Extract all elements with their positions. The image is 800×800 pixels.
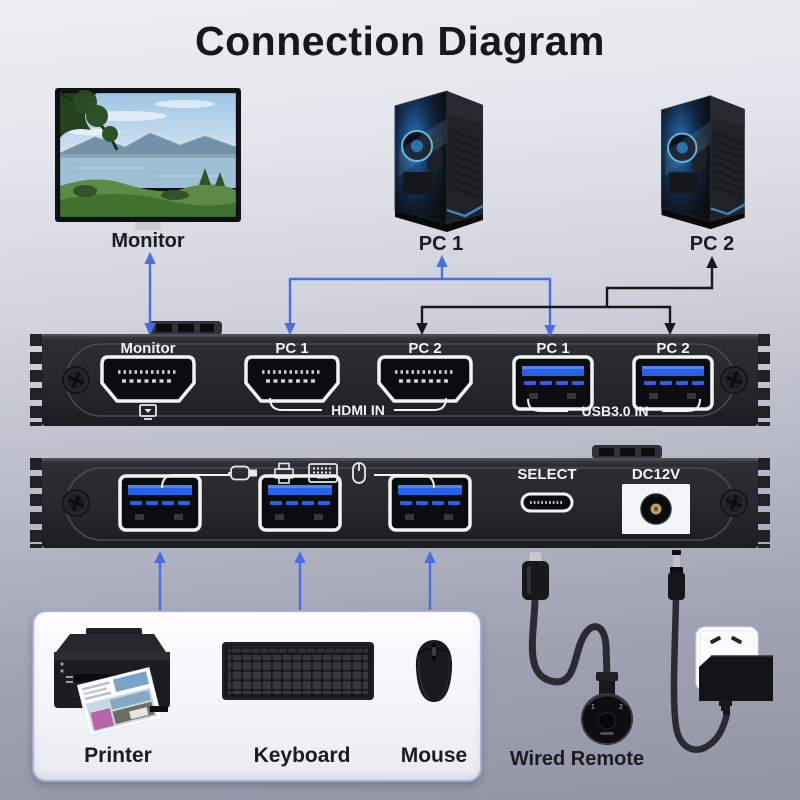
connector-pc1 [288,266,552,326]
kvm-switch-back: SELECT DC12V [30,445,770,548]
connector-pc2-arrows [416,256,718,335]
rubber-feet-bar [592,445,662,459]
select-port [520,492,574,513]
pc1-image [394,90,484,232]
heatsink-fins-right [758,334,770,426]
pc2-label: PC 2 [689,233,735,255]
kvm-switch-front: Monitor PC 1 PC 2 PC 1 PC 2 HDMI IN USB3… [30,321,770,426]
mouse-image [415,640,453,702]
connector-pc2 [420,267,714,324]
dc-plug-body [668,572,685,600]
connector-monitor [144,252,156,335]
tree-branch [59,90,119,151]
monitor-label: Monitor [111,230,185,252]
mouse-label: Mouse [400,744,468,767]
printer-image [54,628,170,737]
keyboard-image [222,642,374,700]
power-cable [670,594,731,753]
monitor-screen [59,90,237,218]
usb-plug-icon [228,465,257,481]
page-title: Connection Diagram [195,18,605,64]
peripheral-group-bracket [161,474,435,489]
monitor-stand-neck [135,222,161,230]
display-icon [139,404,157,420]
pc1-label: PC 1 [418,233,464,255]
connector-peripherals [158,563,432,610]
front-port-label-hdmi-pc2: PC 2 [408,340,441,357]
rubber-feet-bar [148,321,222,335]
mouse-icon [352,462,366,484]
front-port-label-hdmi-pc1: PC 1 [275,340,308,357]
wired-remote-image: 1 2 [522,551,633,745]
remote-brand-mark [600,732,614,735]
hdmi-group-bracket [269,397,447,411]
printer-label: Printer [84,744,152,767]
dc-plug-barrel [673,555,680,568]
pc2-image [660,95,746,230]
heatsink-fins-left [30,458,42,548]
front-port-label-monitor: Monitor [121,340,176,357]
hdmi-group-label: HDMI IN [331,402,385,418]
connector-peripherals-arrows [154,551,436,563]
front-port-label-usb-pc1: PC 1 [536,340,569,357]
wired-remote-label: Wired Remote [509,748,645,770]
adapter-body [699,655,773,715]
remote-button-1: 1 [591,704,595,711]
monitor-stand-base [119,230,177,237]
monitor-image [55,88,241,238]
heatsink-fins-right [758,458,770,548]
power-adapter-image [668,550,773,753]
keyboard-label: Keyboard [253,744,351,767]
usb-group-label: USB3.0 IN [582,403,649,419]
dc-power-jack [622,484,690,534]
remote-button-2: 2 [619,704,623,711]
heatsink-fins-left [30,334,42,426]
select-label: SELECT [517,466,576,483]
connector-pc1-arrows [284,255,556,337]
power-label: DC12V [632,466,680,483]
remote-plug-body [522,561,549,600]
usb-group-bracket [527,398,701,412]
front-port-label-usb-pc2: PC 2 [656,340,689,357]
keyboard-icon [308,463,338,483]
printed-page [76,666,163,737]
printer-icon [274,462,294,484]
remote-cable [528,595,611,686]
